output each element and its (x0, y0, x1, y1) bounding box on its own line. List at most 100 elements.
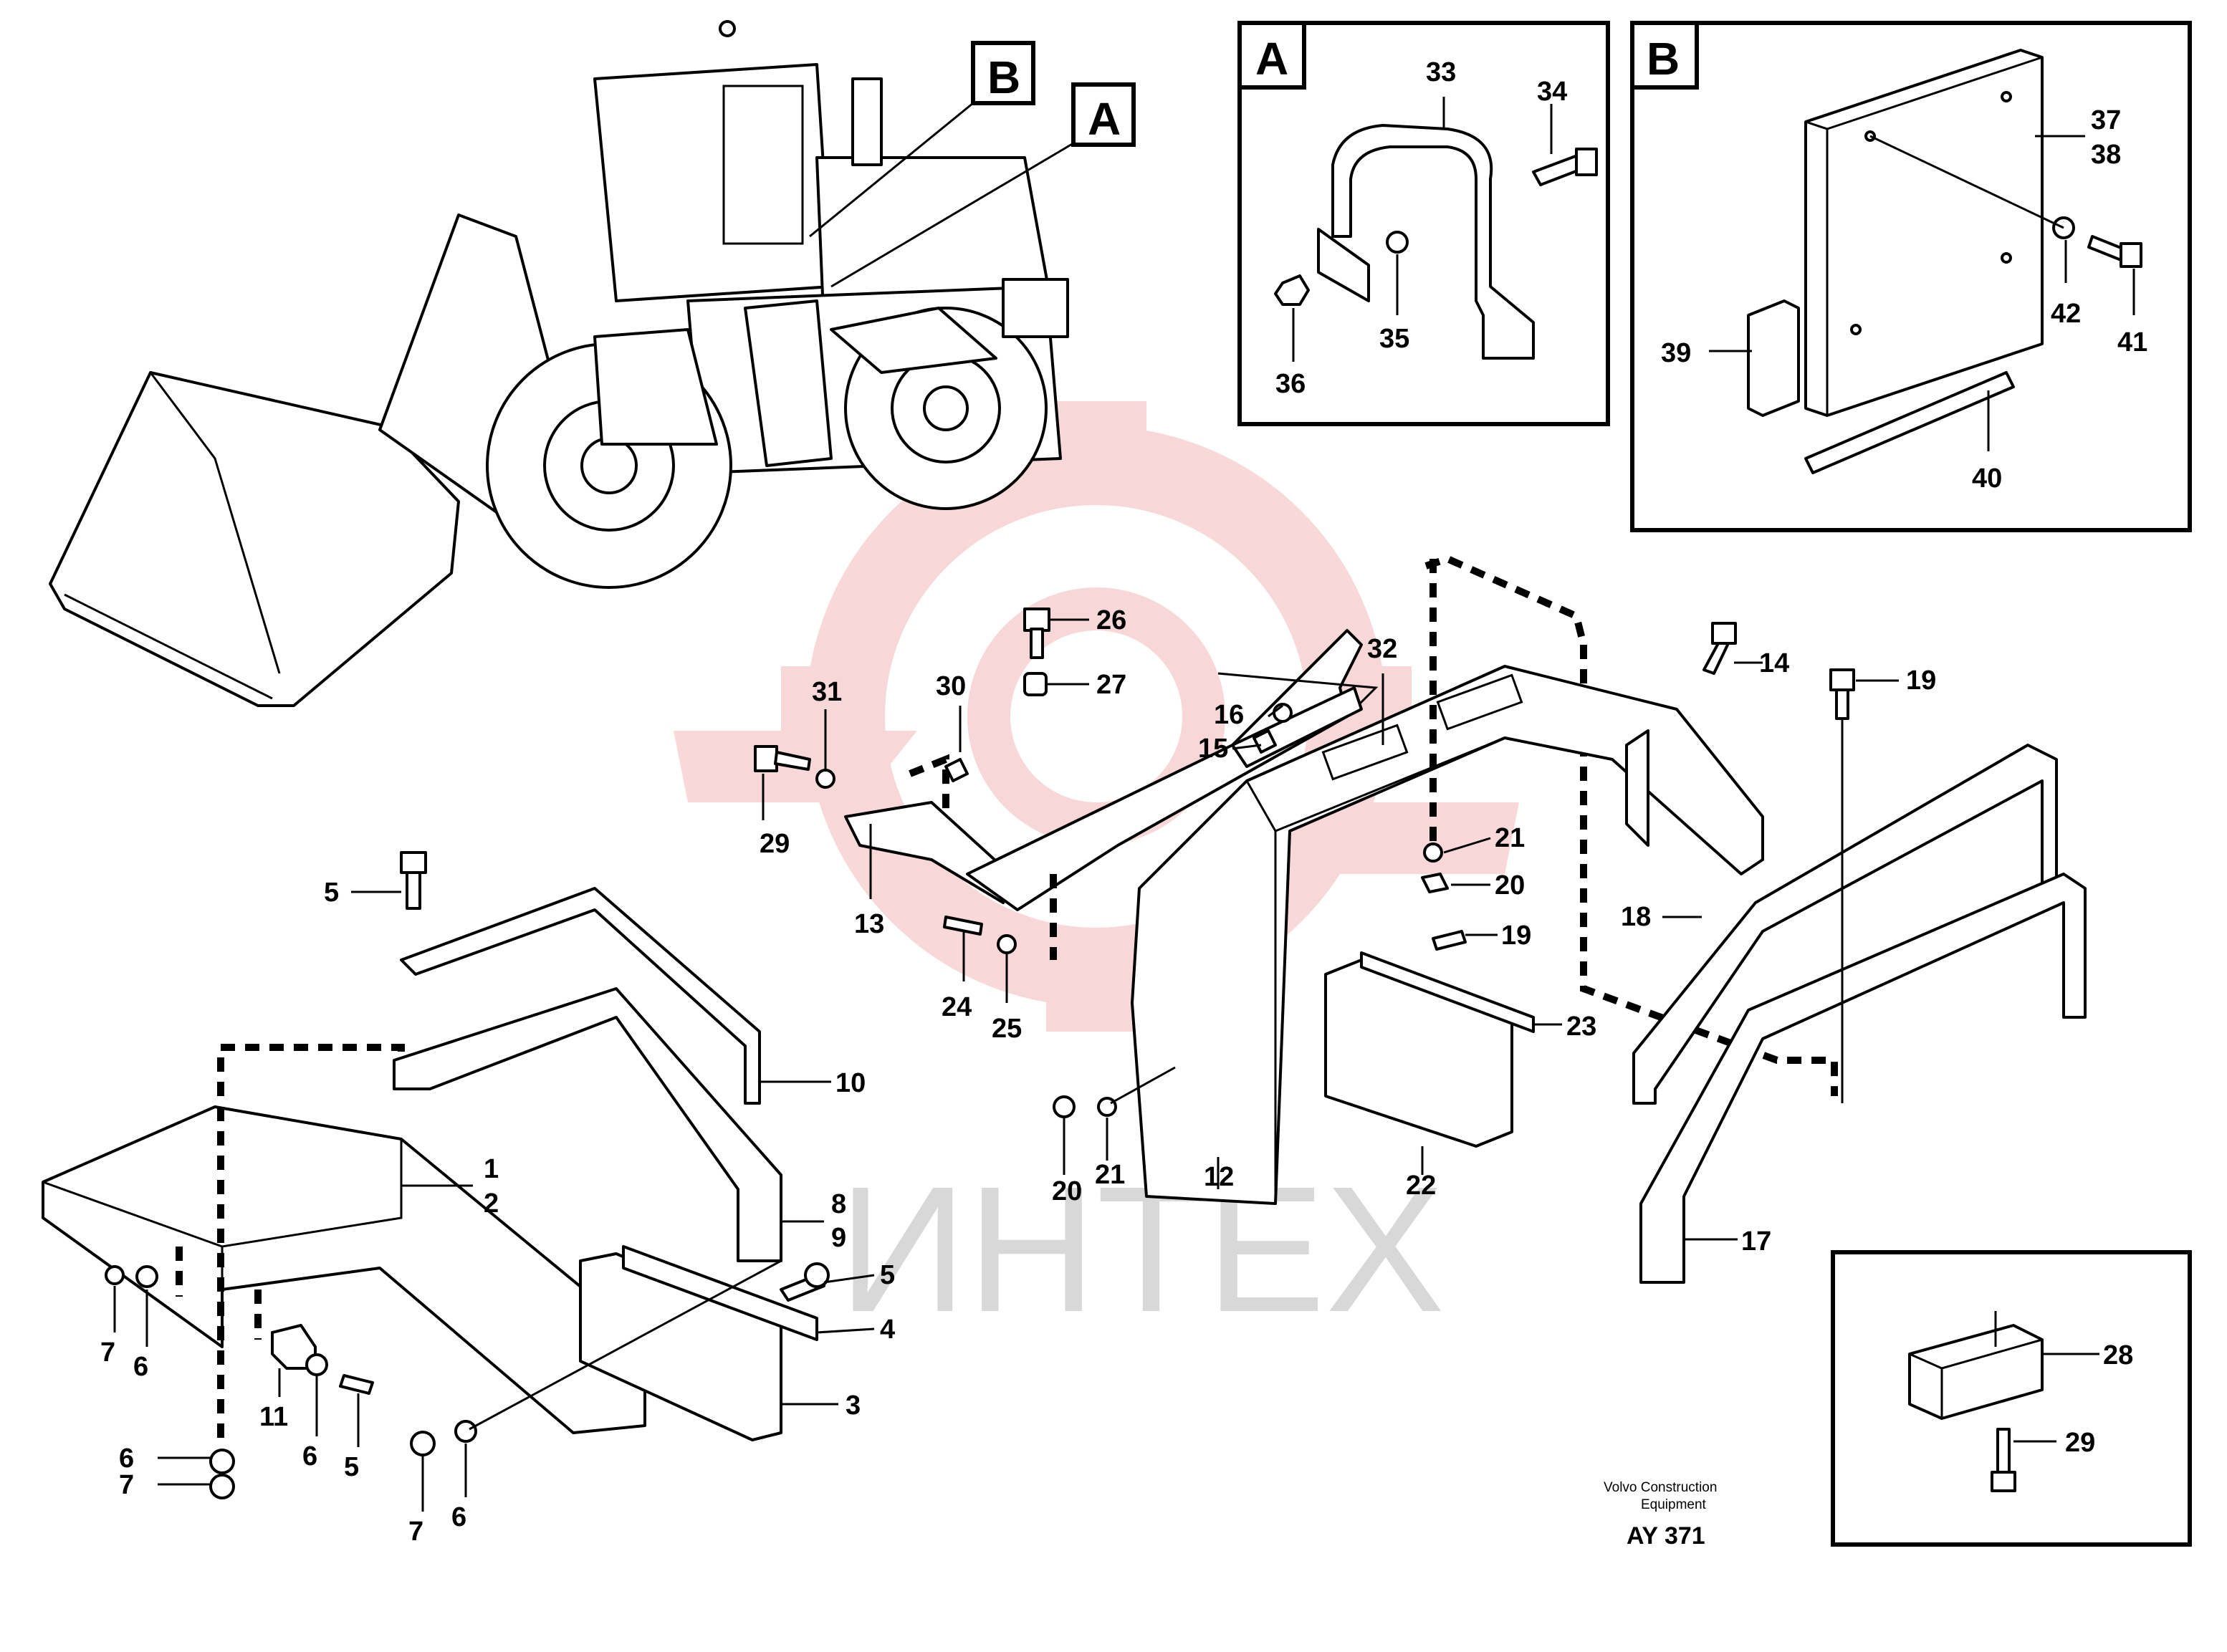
bolt-26 (1023, 608, 1050, 659)
label-11: 11 (259, 1402, 288, 1432)
nut-30 (944, 758, 969, 782)
bracket-10 (400, 887, 761, 1105)
label-37: 37 (2091, 105, 2121, 135)
front-mudguard-assembly: 1 2 3 4 5 5 5 6 6 6 6 7 7 7 8 9 10 11 (42, 851, 895, 1547)
drawing-code: AY 371 (1627, 1522, 1705, 1550)
spacer-27 (1023, 672, 1048, 696)
label-24: 24 (942, 992, 972, 1022)
bracket-17 (1639, 873, 2087, 1284)
hardware-6-7 (105, 1262, 830, 1499)
nut-20-bottom (1053, 1095, 1076, 1118)
mud-flap-3 (579, 1252, 782, 1441)
label-42: 42 (2051, 299, 2081, 329)
label-25: 25 (992, 1014, 1022, 1044)
rubber-block-39 (1747, 299, 1800, 417)
label-30: 30 (936, 671, 966, 701)
caption-line-2: Equipment (1641, 1497, 1707, 1512)
label-39: 39 (1661, 338, 1691, 368)
label-22: 22 (1406, 1171, 1436, 1201)
label-38: 38 (2091, 140, 2121, 170)
label-6-b: 6 (119, 1444, 134, 1474)
label-29-inset: 29 (2065, 1428, 2095, 1458)
nut-20-top (1421, 873, 1449, 893)
bolt-29-center (754, 745, 811, 772)
label-1: 1 (484, 1154, 499, 1184)
label-5-bottom: 5 (344, 1452, 359, 1482)
washer-21-top (1423, 842, 1443, 863)
washer-35 (1386, 231, 1409, 254)
bolt-29-inset (1991, 1428, 2016, 1492)
caption-line-1: Volvo Construction (1604, 1480, 1717, 1495)
label-15: 15 (1198, 734, 1228, 764)
label-36: 36 (1275, 369, 1306, 399)
bolt-41 (2087, 235, 2142, 268)
label-35: 35 (1379, 324, 1409, 354)
label-20-bottom: 20 (1052, 1176, 1082, 1206)
label-5-top: 5 (324, 878, 339, 908)
label-4: 4 (880, 1315, 895, 1345)
label-3: 3 (846, 1391, 861, 1421)
inset-b-title: B (1647, 33, 1680, 85)
inset-b: B 37 38 39 40 41 42 (1630, 21, 2192, 532)
label-27: 27 (1096, 670, 1126, 700)
bolt-5-top (400, 851, 427, 910)
watermark-text: ИНТЕХ (838, 1149, 1445, 1349)
wheel-loader-illustration (49, 20, 1069, 707)
washer-31 (815, 769, 835, 789)
callout-a: A (830, 82, 1136, 288)
watermark: ИНТЕХ (674, 401, 1519, 1349)
washer-25 (997, 934, 1017, 954)
label-20-top: 20 (1495, 870, 1525, 901)
label-28: 28 (2103, 1340, 2133, 1370)
side-bracket (1625, 729, 1649, 847)
label-6-a: 6 (133, 1352, 148, 1382)
label-18: 18 (1621, 902, 1651, 932)
callout-a-letter: A (1088, 93, 1121, 145)
grab-handle (1317, 124, 1535, 360)
label-29-center: 29 (760, 829, 790, 859)
bolt-24 (943, 916, 983, 936)
bracket-18 (1632, 744, 2058, 1105)
central-bracket-assembly: 13 15 16 24 25 26 27 29 30 31 (754, 605, 1379, 1044)
bracket-8-9 (393, 987, 782, 1262)
seal-strip-40 (1804, 371, 2015, 474)
nut-36 (1274, 274, 1310, 306)
inset-rubber-block: 28 29 (1831, 1250, 2192, 1547)
label-23: 23 (1566, 1012, 1596, 1042)
label-12: 12 (1204, 1162, 1234, 1192)
bolt-19-top (1829, 668, 1855, 720)
callout-b-letter: B (987, 52, 1020, 103)
clamp-strip-23 (1360, 951, 1535, 1033)
mount-13 (844, 801, 1012, 904)
label-6-d: 6 (451, 1502, 466, 1532)
label-26: 26 (1096, 605, 1126, 635)
front-mudguard-1-2 (42, 1105, 646, 1434)
label-40: 40 (1972, 464, 2002, 494)
label-21-top: 21 (1495, 823, 1525, 853)
callout-b: B (809, 41, 1035, 238)
label-6-c: 6 (302, 1441, 317, 1471)
cover-plate (1804, 49, 2044, 417)
label-14: 14 (1759, 648, 1789, 678)
label-31: 31 (812, 677, 842, 707)
bolt-14 (1702, 622, 1737, 675)
label-8: 8 (831, 1189, 846, 1219)
label-7-b: 7 (119, 1470, 134, 1500)
label-19-top: 19 (1906, 666, 1936, 696)
label-2: 2 (484, 1188, 499, 1219)
label-13: 13 (854, 909, 884, 939)
bolt-34 (1532, 148, 1598, 186)
rear-mudguard-assembly: 12 14 17 18 19 19 20 20 21 21 22 23 32 (1052, 554, 2087, 1284)
label-32: 32 (1367, 634, 1397, 664)
label-10: 10 (835, 1068, 866, 1098)
nut-15 (1253, 729, 1277, 754)
drawing-caption: Volvo Construction Equipment AY 371 (1604, 1480, 1717, 1550)
label-34: 34 (1537, 77, 1567, 107)
bolt-19-mid (1432, 930, 1467, 951)
label-7-c: 7 (408, 1517, 423, 1547)
inset-a: A 33 34 35 36 (1237, 21, 1610, 426)
rear-mudguard-12 (1131, 665, 1764, 1205)
label-21-bottom: 21 (1095, 1160, 1125, 1190)
label-17: 17 (1741, 1226, 1771, 1257)
label-19-mid: 19 (1501, 921, 1531, 951)
